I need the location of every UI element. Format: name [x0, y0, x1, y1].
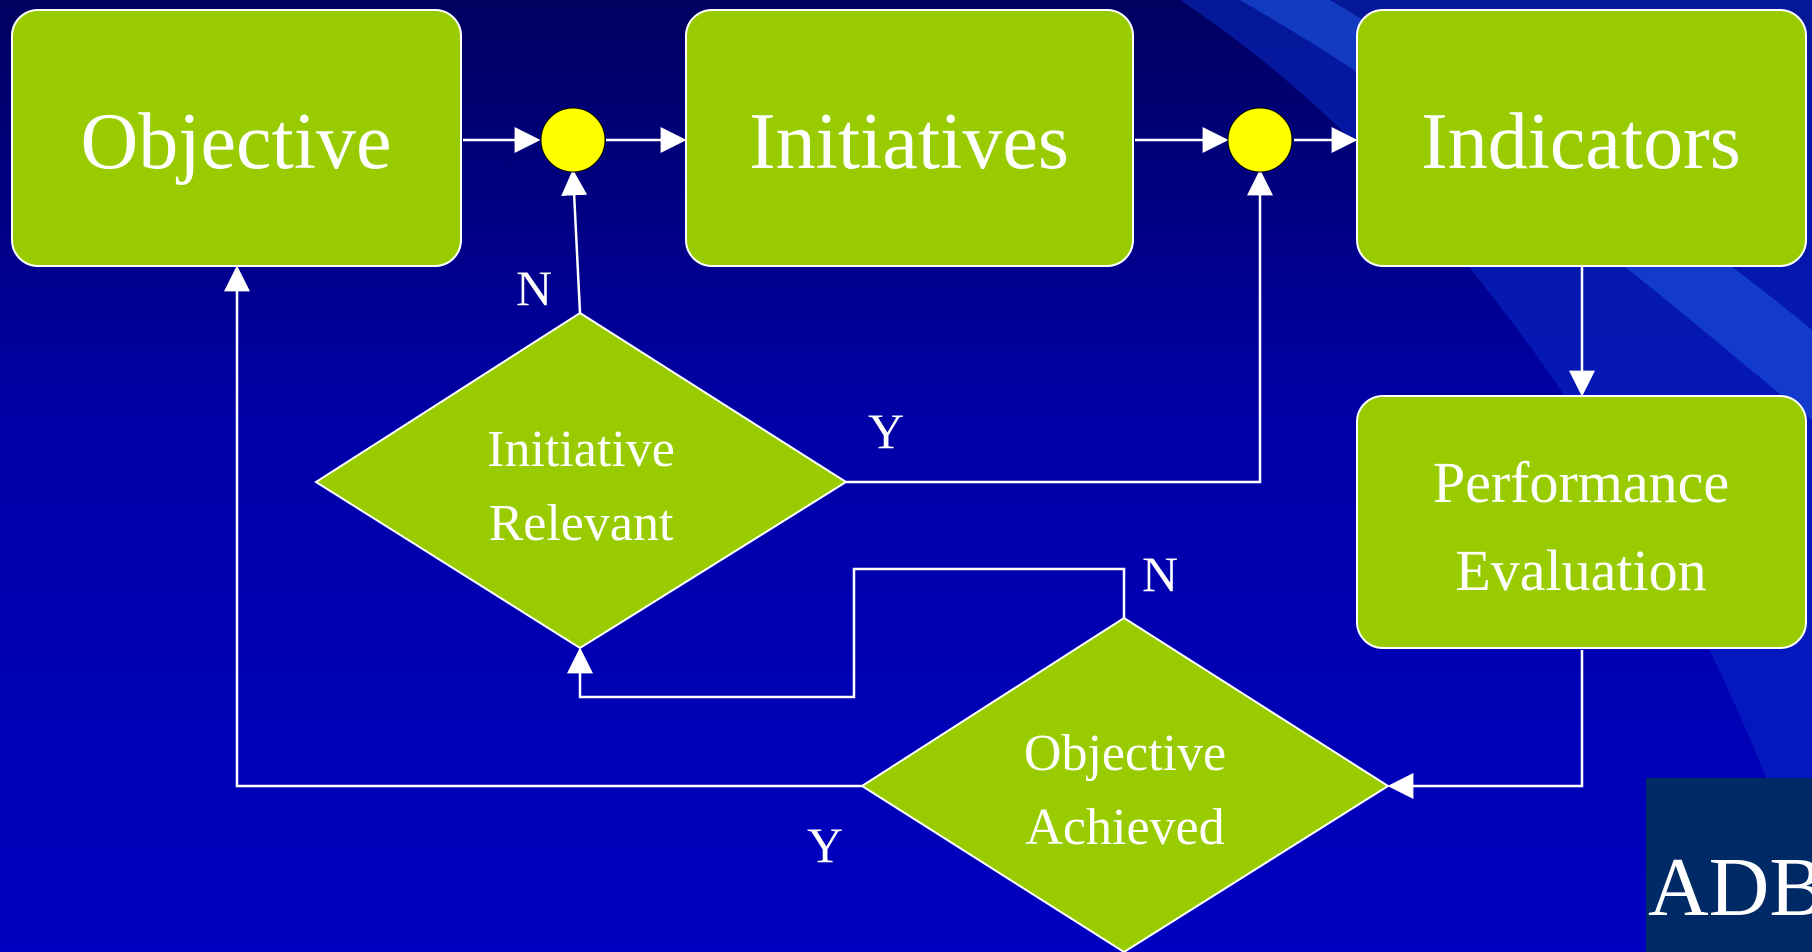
node-indicators-label: Indicators: [1421, 98, 1741, 186]
node-objective-label: Objective: [81, 98, 392, 186]
decision-initiative-relevant: [314, 311, 848, 650]
edge-label-relevant-yes: Y: [868, 403, 904, 459]
junction-circle-2: [1227, 107, 1293, 173]
edge-label-relevant-no: N: [516, 260, 552, 316]
node-initiatives: [685, 9, 1134, 267]
decision-objective-achieved-label-2: Achieved: [1025, 799, 1224, 856]
node-initiatives-label: Initiatives: [749, 98, 1069, 186]
edge-achieved-yes-to-objective: [224, 265, 862, 788]
node-performance-label-1: Performance: [1433, 450, 1729, 515]
node-objective: [11, 9, 462, 267]
edge-achieved-no-to-relevant: [567, 567, 1126, 699]
edge-performance-to-achieved: [1387, 650, 1584, 799]
decision-objective-achieved: [860, 616, 1390, 952]
edge-label-achieved-yes: Y: [807, 817, 843, 873]
adb-logo-text: ADB: [1648, 841, 1812, 934]
adb-logo-box: [1646, 778, 1812, 952]
node-performance-label-2: Evaluation: [1455, 538, 1706, 603]
decision-initiative-relevant-label-2: Relevant: [489, 495, 674, 552]
edge-relevant-yes-to-junction2: [846, 169, 1273, 484]
junction-circle-1: [540, 107, 606, 173]
node-indicators: [1356, 9, 1807, 267]
edge-relevant-no-to-junction1: [561, 169, 588, 314]
decision-initiative-relevant-label-1: Initiative: [487, 421, 675, 478]
decision-objective-achieved-label-1: Objective: [1024, 725, 1226, 782]
edge-label-achieved-no: N: [1142, 546, 1178, 602]
node-performance-evaluation: [1356, 395, 1807, 649]
